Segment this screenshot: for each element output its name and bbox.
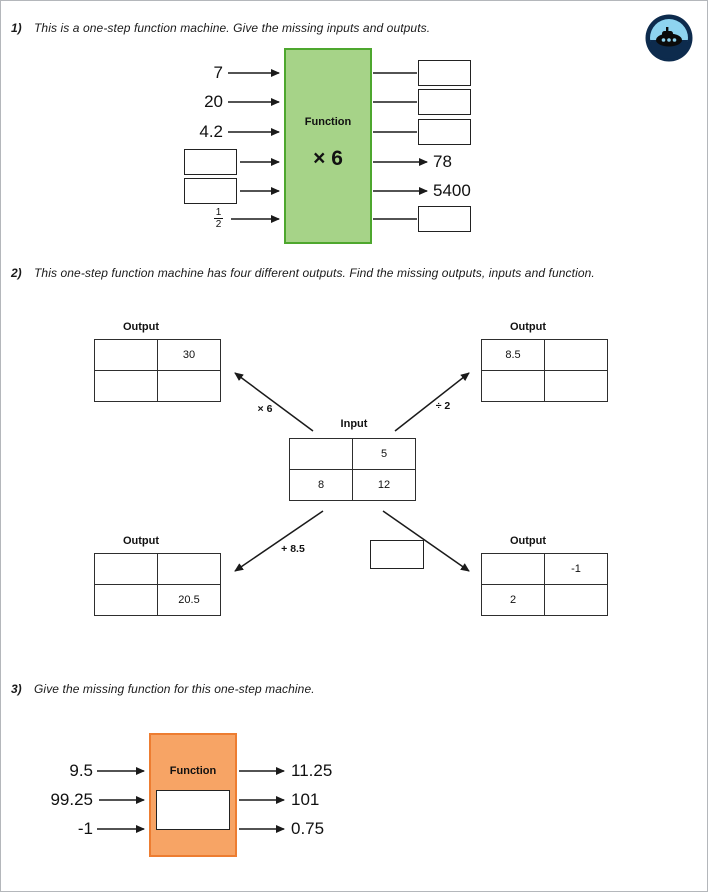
table-cell[interactable] bbox=[157, 553, 221, 585]
q3-output-value: 0.75 bbox=[291, 819, 325, 838]
q3-machine-label: Function bbox=[169, 765, 217, 777]
q1-output-answer-box[interactable] bbox=[418, 89, 471, 115]
q1-input-answer-box[interactable] bbox=[184, 149, 237, 175]
q3-prompt: Give the missing function for this one-s… bbox=[34, 682, 315, 696]
q1-input-value: 4.2 bbox=[199, 122, 223, 141]
table-cell[interactable] bbox=[481, 370, 545, 402]
q1-output-answer-box[interactable] bbox=[418, 119, 471, 145]
table-cell[interactable] bbox=[94, 553, 158, 585]
q2-output-label-bottom-right: Output bbox=[509, 535, 547, 547]
q3-input-value: -1 bbox=[77, 819, 93, 838]
q3-input-value: 99.25 bbox=[50, 790, 93, 809]
q2-prompt: This one-step function machine has four … bbox=[34, 266, 595, 280]
q1-fraction-input: 1 2 bbox=[211, 207, 226, 230]
q2-output-table-bottom-left: 20.5 bbox=[94, 553, 221, 616]
q1-input-value: 7 bbox=[213, 63, 223, 82]
table-cell: 12 bbox=[352, 469, 416, 501]
q2-input-table: 5 8 12 bbox=[289, 438, 416, 501]
q1-input-answer-box[interactable] bbox=[184, 178, 237, 204]
q3-number: 3) bbox=[11, 682, 22, 696]
q2-number: 2) bbox=[11, 266, 22, 280]
q1-input-value: 20 bbox=[204, 92, 223, 111]
submarine-logo bbox=[645, 14, 693, 67]
table-cell: 30 bbox=[157, 339, 221, 371]
table-cell[interactable] bbox=[94, 339, 158, 371]
q1-machine-operation: × 6 bbox=[313, 147, 343, 170]
table-cell: 20.5 bbox=[157, 584, 221, 616]
q3-output-arrows bbox=[239, 767, 285, 833]
table-cell[interactable] bbox=[94, 370, 158, 402]
table-cell: -1 bbox=[544, 553, 608, 585]
q2-output-table-top-right: 8.5 bbox=[481, 339, 608, 402]
fraction-numerator: 1 bbox=[213, 207, 224, 219]
q2-output-table-bottom-right: -1 2 bbox=[481, 553, 608, 616]
q3-input-value: 9.5 bbox=[69, 761, 93, 780]
q2-operation-bottom-left: + 8.5 bbox=[281, 543, 305, 555]
table-cell[interactable] bbox=[544, 339, 608, 371]
q3-output-value: 11.25 bbox=[291, 761, 333, 780]
table-cell[interactable] bbox=[157, 370, 221, 402]
q2-output-label-bottom-left: Output bbox=[122, 535, 160, 547]
q1-prompt: This is a one-step function machine. Giv… bbox=[34, 21, 431, 35]
table-cell: 2 bbox=[481, 584, 545, 616]
q2-output-label-top-right: Output bbox=[509, 321, 547, 333]
table-cell[interactable] bbox=[94, 584, 158, 616]
table-cell: 8 bbox=[289, 469, 353, 501]
table-cell[interactable] bbox=[544, 584, 608, 616]
q3-missing-function-box[interactable] bbox=[156, 790, 230, 830]
q3-function-machine: Function bbox=[149, 733, 237, 857]
q2-missing-function-box[interactable] bbox=[370, 540, 424, 569]
table-cell: 5 bbox=[352, 438, 416, 470]
q1-function-machine: Function × 6 bbox=[284, 48, 372, 244]
q1-number: 1) bbox=[11, 21, 22, 35]
table-cell: 8.5 bbox=[481, 339, 545, 371]
q1-output-value: 5400 bbox=[433, 181, 471, 200]
q2-output-label-top-left: Output bbox=[122, 321, 160, 333]
table-cell[interactable] bbox=[481, 553, 545, 585]
q2-operation-top-right: ÷ 2 bbox=[435, 400, 451, 412]
submarine-icon bbox=[656, 27, 682, 47]
q1-output-value: 78 bbox=[433, 152, 452, 171]
fraction-denominator: 2 bbox=[215, 219, 222, 230]
table-cell[interactable] bbox=[544, 370, 608, 402]
q1-machine-label: Function bbox=[304, 116, 352, 128]
q3-output-value: 101 bbox=[291, 790, 320, 809]
q1-output-answer-box[interactable] bbox=[418, 206, 471, 232]
q1-output-answer-box[interactable] bbox=[418, 60, 471, 86]
q2-input-table-label: Input bbox=[340, 418, 368, 430]
q3-input-arrows bbox=[97, 767, 145, 833]
q2-output-table-top-left: 30 bbox=[94, 339, 221, 402]
q2-operation-top-left: × 6 bbox=[257, 403, 273, 415]
table-cell[interactable] bbox=[289, 438, 353, 470]
